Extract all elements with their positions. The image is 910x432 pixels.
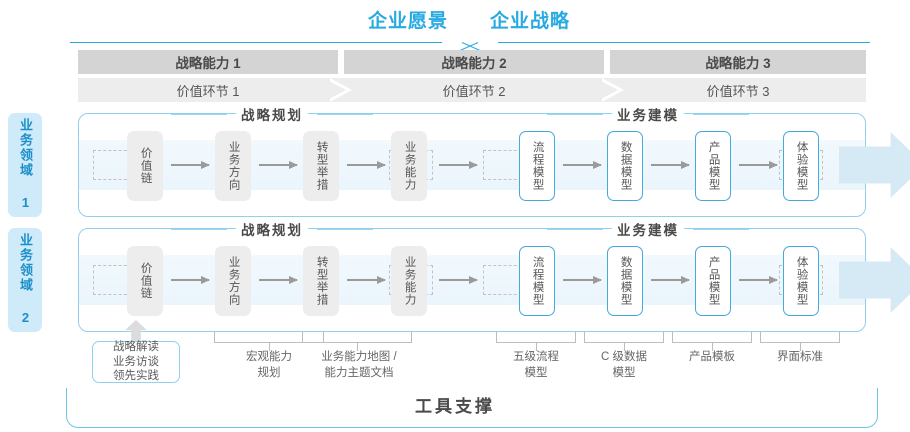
node-transformation[interactable]: 转型举措 xyxy=(303,131,339,201)
flow-arrow-icon xyxy=(439,275,478,284)
value-stage-3: 价值环节 3 xyxy=(610,78,866,102)
value-stage-2: 价值环节 2 xyxy=(338,78,610,102)
node-transformation[interactable]: 转型举措 xyxy=(303,246,339,316)
row-1-modeling-label: 业务建模 xyxy=(612,104,684,124)
domain-tab-2-label: 业务领域 2 xyxy=(18,233,34,327)
label-ui-standard: 界面标准 xyxy=(777,351,823,363)
divider-line xyxy=(171,228,227,230)
flow-arrow-icon xyxy=(739,160,778,169)
flow-arrow-icon xyxy=(563,275,602,284)
row-2-section-modeling: 业务建模 xyxy=(547,219,749,239)
top-rule-left xyxy=(70,42,442,43)
divider-line xyxy=(171,113,227,115)
domain-tab-1[interactable]: 业务领域 1 xyxy=(8,113,42,217)
flow-arrow-icon xyxy=(651,275,690,284)
node-product-model[interactable]: 产品模型 xyxy=(695,131,731,201)
node-data-model[interactable]: 数据模型 xyxy=(607,246,643,316)
row-2-section-planning: 战略规划 xyxy=(171,219,373,239)
label-process-model: 五级流程 模型 xyxy=(513,351,559,379)
tool-support-container xyxy=(66,388,878,428)
flow-arrow-icon xyxy=(651,160,690,169)
divider-line xyxy=(317,228,373,230)
node-business-capability[interactable]: 业务能力 xyxy=(391,246,427,316)
label-macro-capability: 宏观能力 规划 xyxy=(246,351,292,379)
node-business-direction[interactable]: 业务方向 xyxy=(215,246,251,316)
domain-row-1: 战略规划 业务建模 价值链 业务方向 转型举措 业务能力 流程模型 数据模型 产… xyxy=(78,104,910,217)
node-business-capability[interactable]: 业务能力 xyxy=(391,131,427,201)
node-experience-model[interactable]: 体验模型 xyxy=(783,131,819,201)
domain-row-2: 战略规划 业务建模 价值链 业务方向 转型举措 业务能力 流程模型 数据模型 产… xyxy=(78,219,910,332)
node-process-model[interactable]: 流程模型 xyxy=(519,131,555,201)
flow-arrow-icon xyxy=(171,275,210,284)
row-1-planning-label: 战略规划 xyxy=(236,104,308,124)
row-2-planning-label: 战略规划 xyxy=(236,219,308,239)
node-process-model[interactable]: 流程模型 xyxy=(519,246,555,316)
divider-line xyxy=(693,228,749,230)
divider-line xyxy=(547,113,603,115)
node-value-chain[interactable]: 价值链 xyxy=(127,131,163,201)
node-experience-model[interactable]: 体验模型 xyxy=(783,246,819,316)
tool-strategy-interpretation-box[interactable]: 战略解读 业务访谈 领先实践 xyxy=(92,341,180,383)
capability-band-1: 战略能力 1 xyxy=(78,50,338,74)
label-capability-map: 业务能力地图 / 能力主题文档 xyxy=(321,351,397,379)
capability-band-3: 战略能力 3 xyxy=(610,50,866,74)
node-business-direction[interactable]: 业务方向 xyxy=(215,131,251,201)
flow-arrow-icon xyxy=(259,160,298,169)
row-1-section-modeling: 业务建模 xyxy=(547,104,749,124)
enterprise-strategy-title: 企业战略 xyxy=(490,11,571,32)
flow-arrow-icon xyxy=(439,160,478,169)
node-data-model[interactable]: 数据模型 xyxy=(607,131,643,201)
divider-line xyxy=(317,113,373,115)
row-1-section-planning: 战略规划 xyxy=(171,104,373,124)
row-2-modeling-label: 业务建模 xyxy=(612,219,684,239)
flow-arrow-icon xyxy=(739,275,778,284)
label-product-template: 产品模板 xyxy=(689,351,735,363)
top-rule-right xyxy=(498,42,870,43)
domain-tab-2[interactable]: 业务领域 2 xyxy=(8,228,42,332)
tool-support-title: 工具支撑 xyxy=(415,397,495,416)
flow-arrow-icon xyxy=(563,160,602,169)
divider-line xyxy=(547,228,603,230)
capability-band-2: 战略能力 2 xyxy=(344,50,604,74)
divider-line xyxy=(693,113,749,115)
node-product-model[interactable]: 产品模型 xyxy=(695,246,731,316)
value-stage-1: 价值环节 1 xyxy=(78,78,338,102)
flow-arrow-icon xyxy=(347,275,386,284)
flow-arrow-icon xyxy=(347,160,386,169)
label-data-model: C 级数据 模型 xyxy=(601,351,647,379)
domain-tab-1-label: 业务领域 1 xyxy=(18,118,34,212)
flow-arrow-icon xyxy=(259,275,298,284)
node-value-chain[interactable]: 价值链 xyxy=(127,246,163,316)
flow-arrow-icon xyxy=(171,160,210,169)
enterprise-vision-title: 企业愿景 xyxy=(368,11,449,32)
